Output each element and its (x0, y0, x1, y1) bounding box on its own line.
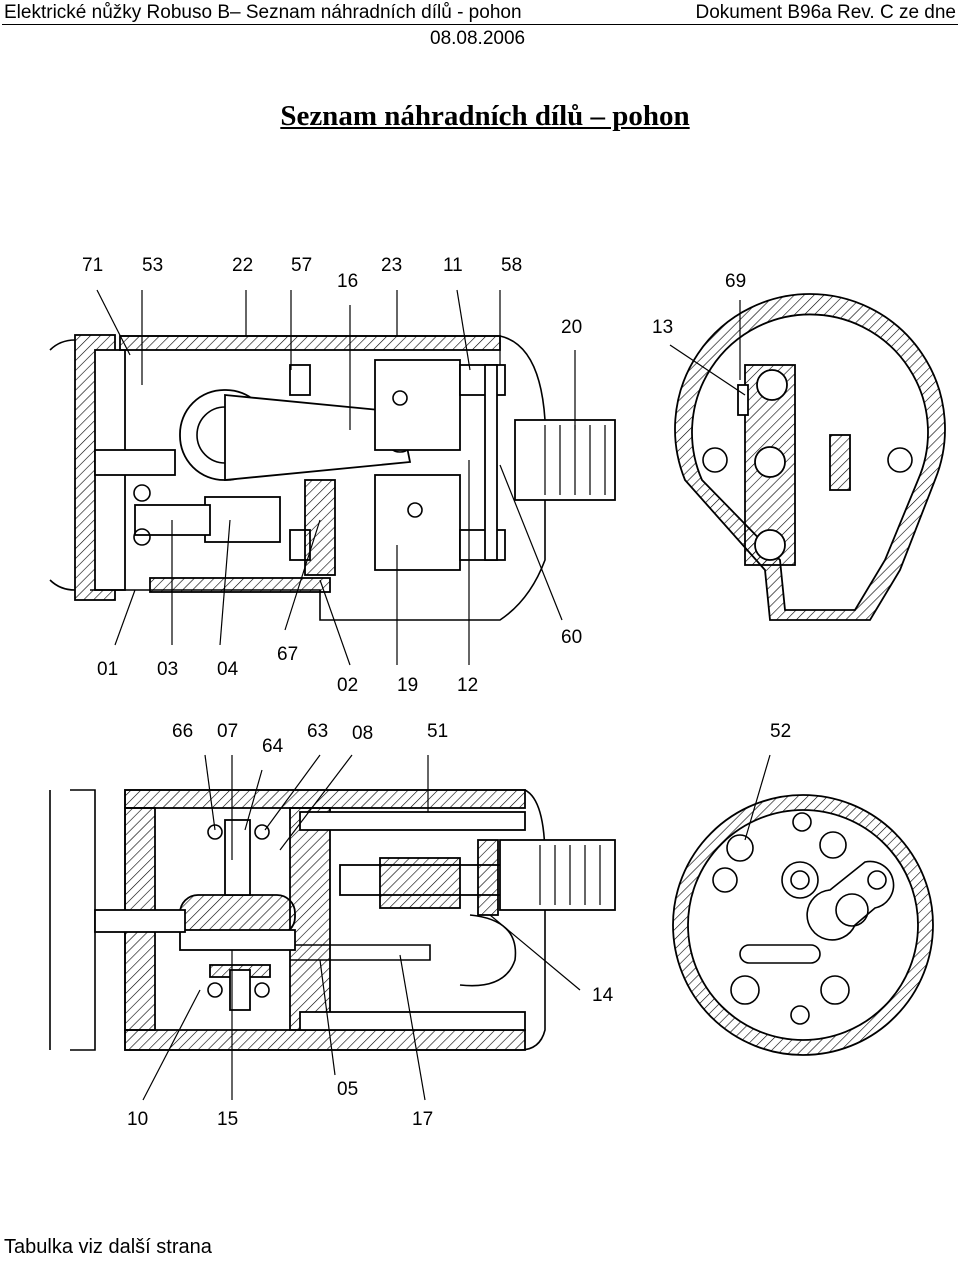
part-label: 03 (157, 659, 178, 680)
part-label: 01 (97, 659, 118, 680)
part-label: 66 (172, 721, 193, 742)
part-label: 20 (561, 317, 582, 338)
bottom-gear-assembly (49, 789, 616, 1051)
part-label: 07 (217, 721, 238, 742)
part-label: 05 (337, 1079, 358, 1100)
part-label: 12 (457, 675, 478, 696)
header-date: 08.08.2006 (430, 28, 526, 49)
part-label: 58 (501, 255, 522, 276)
part-label: 23 (381, 255, 402, 276)
part-label: 71 (82, 255, 103, 276)
bottom-round-plate (672, 794, 934, 1056)
header-right-text: Dokument B96a Rev. C ze dne (695, 2, 956, 23)
part-label: 60 (561, 627, 582, 648)
header-left-text: Elektrické nůžky Robuso B– Seznam náhrad… (4, 2, 522, 23)
header-rule (2, 24, 958, 25)
leader-lines (96, 289, 771, 1101)
part-labels-top: 71 53 22 57 16 23 11 58 20 13 69 60 01 0… (82, 255, 746, 696)
page-title: Seznam náhradních dílů – pohon (280, 100, 690, 132)
part-label: 57 (291, 255, 312, 276)
part-label: 10 (127, 1109, 148, 1130)
part-label: 08 (352, 723, 373, 744)
part-label: 17 (412, 1109, 433, 1130)
part-label: 02 (337, 675, 358, 696)
part-label: 14 (592, 985, 614, 1006)
part-label: 13 (652, 317, 673, 338)
part-label: 67 (277, 644, 298, 665)
part-label: 51 (427, 721, 448, 742)
top-round-housing (674, 293, 946, 621)
footer-note: Tabulka viz další strana (4, 1236, 212, 1258)
part-label: 19 (397, 675, 418, 696)
part-label: 53 (142, 255, 163, 276)
part-label: 52 (770, 721, 791, 742)
part-label: 15 (217, 1109, 238, 1130)
part-label: 04 (217, 659, 239, 680)
part-label: 22 (232, 255, 253, 276)
part-label: 63 (307, 721, 328, 742)
part-label: 64 (262, 736, 284, 757)
part-label: 16 (337, 271, 358, 292)
part-label: 69 (725, 271, 746, 292)
part-labels-bottom: 66 07 64 63 08 51 52 14 05 10 15 17 (127, 721, 791, 1130)
part-label: 11 (443, 255, 463, 276)
top-drive-assembly (49, 334, 616, 621)
